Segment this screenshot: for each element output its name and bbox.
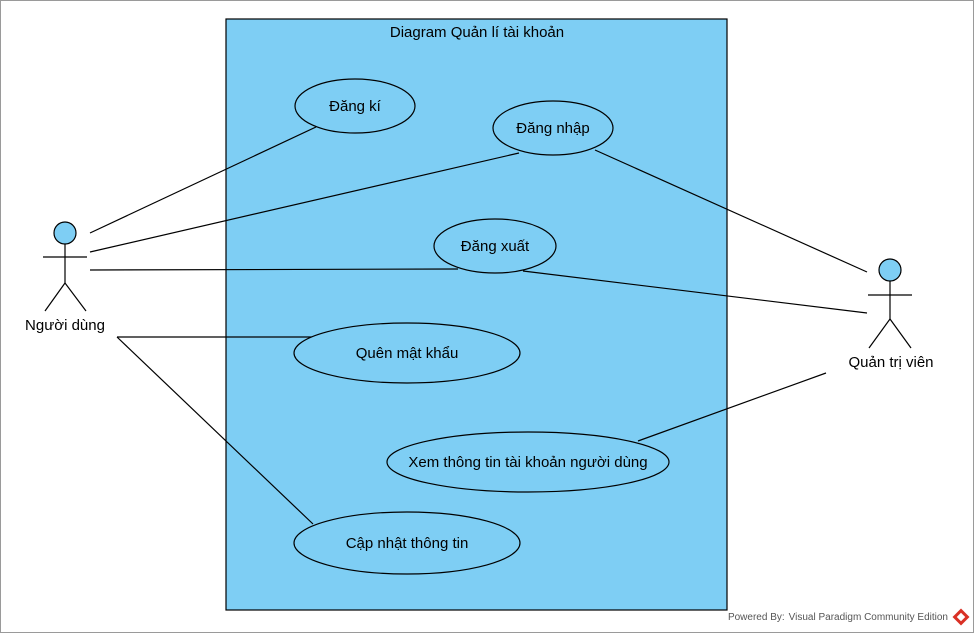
association-admin-logout[interactable]	[522, 270, 868, 314]
use-case-view-account-info[interactable]: Xem thông tin tài khoản người dùng	[386, 431, 670, 493]
use-case-login-label: Đăng nhập	[516, 120, 589, 137]
use-case-logout[interactable]: Đăng xuất	[433, 218, 557, 274]
actor-user-head	[53, 221, 77, 245]
association-admin-view-account[interactable]	[637, 372, 827, 442]
actor-admin[interactable]	[868, 258, 912, 349]
visual-paradigm-logo-icon	[952, 608, 970, 626]
association-user-update-info[interactable]	[116, 336, 314, 525]
use-case-login[interactable]: Đăng nhập	[492, 100, 614, 156]
footer-watermark: Powered By: Visual Paradigm Community Ed…	[727, 608, 970, 626]
actor-user[interactable]	[43, 221, 87, 312]
use-case-forgot-password[interactable]: Quên mật khẩu	[293, 322, 521, 384]
powered-by-label: Powered By:	[727, 611, 785, 623]
association-user-logout[interactable]	[89, 268, 459, 271]
system-boundary-title: Diagram Quản lí tài khoản	[390, 24, 564, 41]
use-case-register[interactable]: Đăng kí	[294, 78, 416, 134]
use-case-update-info[interactable]: Cập nhật thông tin	[293, 511, 521, 575]
association-admin-login[interactable]	[594, 149, 868, 273]
use-case-register-label: Đăng kí	[329, 98, 382, 115]
tool-name-label: Visual Paradigm Community Edition	[788, 611, 948, 623]
use-case-view-account-info-label: Xem thông tin tài khoản người dùng	[408, 454, 647, 471]
use-case-update-info-label: Cập nhật thông tin	[346, 535, 469, 552]
actor-admin-label: Quản trị viên	[848, 354, 933, 371]
association-user-register[interactable]	[89, 126, 317, 234]
associations	[89, 126, 868, 525]
actor-user-label: Người dùng	[25, 317, 105, 334]
use-case-logout-label: Đăng xuất	[461, 238, 530, 255]
actor-admin-head	[878, 258, 902, 282]
use-case-forgot-password-label: Quên mật khẩu	[356, 345, 459, 362]
association-user-login[interactable]	[89, 152, 520, 253]
